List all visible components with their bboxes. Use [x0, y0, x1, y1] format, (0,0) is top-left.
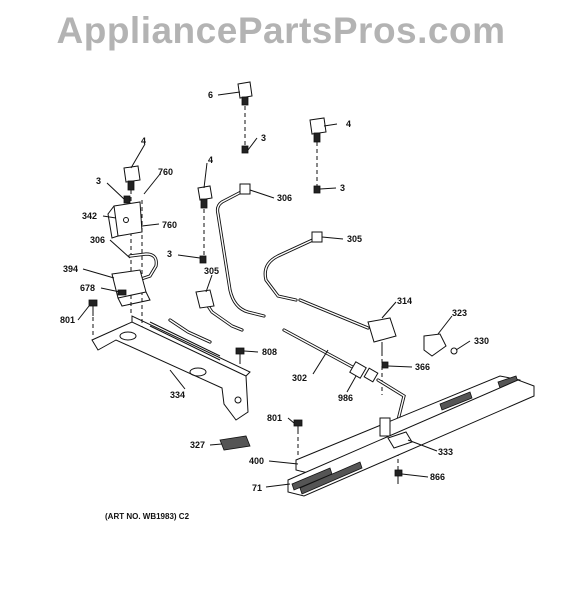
clip-678	[117, 289, 127, 296]
valve-knob-4-right	[309, 117, 327, 143]
label-801-right: 801	[267, 413, 282, 423]
orifice-366	[381, 361, 389, 369]
label-305-mid: 305	[204, 266, 219, 276]
label-678: 678	[80, 283, 95, 293]
valve-knob-4-left	[123, 165, 141, 191]
screw-801-right	[293, 419, 303, 434]
screw-808	[235, 347, 245, 364]
label-4-mid: 4	[208, 155, 213, 165]
screw-3-group	[123, 145, 321, 264]
art-number: (ART NO. WB1983) C2	[105, 512, 190, 521]
bracket-394	[111, 269, 151, 307]
label-3-mid: 3	[167, 249, 172, 259]
label-306-left: 306	[90, 235, 105, 245]
screw-866	[394, 469, 403, 484]
watermark-text: AppliancePartsPros.com	[56, 10, 506, 51]
label-71: 71	[252, 483, 262, 493]
bracket-342	[107, 201, 143, 239]
label-400: 400	[249, 456, 264, 466]
leader-lines	[77, 91, 471, 488]
label-333: 333	[438, 447, 453, 457]
label-4-left: 4	[141, 136, 146, 146]
valve-knob-6	[237, 81, 253, 106]
regulator-314	[298, 298, 397, 356]
label-327: 327	[190, 440, 205, 450]
gas-tube-305-right	[263, 231, 323, 302]
label-306-center: 306	[277, 193, 292, 203]
label-3-right: 3	[340, 183, 345, 193]
gas-tube-306-center	[215, 183, 266, 318]
label-314: 314	[397, 296, 412, 306]
label-334: 334	[170, 390, 185, 400]
valve-knob-4-mid	[197, 185, 213, 209]
label-305-right: 305	[347, 234, 362, 244]
rail-400	[295, 375, 521, 475]
label-760-top: 760	[158, 167, 173, 177]
label-302: 302	[292, 373, 307, 383]
label-342: 342	[82, 211, 97, 221]
label-6: 6	[208, 90, 213, 100]
cap-323	[423, 333, 447, 357]
main-bracket-334	[91, 315, 251, 421]
label-4-right: 4	[346, 119, 351, 129]
label-323: 323	[452, 308, 467, 318]
label-3-left: 3	[96, 176, 101, 186]
label-986: 986	[338, 393, 353, 403]
label-760-mid: 760	[162, 220, 177, 230]
label-808: 808	[262, 347, 277, 357]
label-394: 394	[63, 264, 78, 274]
plate-327	[219, 435, 251, 451]
label-3-top: 3	[261, 133, 266, 143]
label-366: 366	[415, 362, 430, 372]
washer-330	[450, 347, 458, 355]
screw-801-left	[88, 299, 98, 316]
label-801-left: 801	[60, 315, 75, 325]
gas-tube-305-left	[195, 289, 244, 332]
gas-tube-306-left	[128, 252, 212, 344]
base-plate-71	[287, 379, 535, 497]
label-330: 330	[474, 336, 489, 346]
label-866: 866	[430, 472, 445, 482]
